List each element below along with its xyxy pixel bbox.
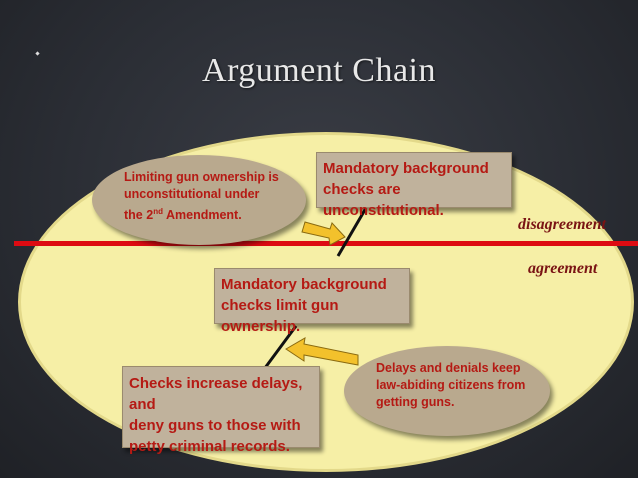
claim-box-unconstitutional: Mandatory background checks are unconsti… <box>316 152 512 219</box>
claim-line: Checks increase delays, and <box>129 375 303 413</box>
claim-box-limit-ownership: Mandatory background checks limit gun ow… <box>214 268 410 335</box>
agreement-divider-line <box>14 241 638 246</box>
claim-line: checks are unconstitutional. <box>323 181 444 219</box>
premise-line: unconstitutional under <box>124 187 260 201</box>
claim-line: Mandatory background <box>221 276 387 293</box>
premise-line: the 2nd Amendment. <box>124 207 242 223</box>
claim-box-delays: Checks increase delays, and deny guns to… <box>122 366 320 455</box>
premise-oval-second-amendment: Limiting gun ownership is unconstitution… <box>92 155 306 245</box>
premise-line: law-abiding citizens from <box>376 378 526 392</box>
arrow-left-icon <box>285 337 359 366</box>
slide-title: Argument Chain <box>202 52 436 89</box>
connector-line-bottom <box>260 325 298 373</box>
arrow-right-icon <box>301 221 346 246</box>
agreement-label: agreement <box>528 260 598 277</box>
premise-oval-delays-denials: Delays and denials keep law-abiding citi… <box>344 346 550 436</box>
claim-line: petty criminal records. <box>129 438 290 455</box>
claim-line: checks limit gun ownership. <box>221 297 339 335</box>
claim-line: Mandatory background <box>323 160 489 177</box>
premise-line: getting guns. <box>376 395 455 409</box>
claim-line: deny guns to those with <box>129 417 301 434</box>
premise-line: Limiting gun ownership is <box>124 170 279 184</box>
premise-line: Delays and denials keep <box>376 361 521 375</box>
disagreement-label: disagreement <box>518 216 606 233</box>
connector-line-top <box>336 207 368 257</box>
